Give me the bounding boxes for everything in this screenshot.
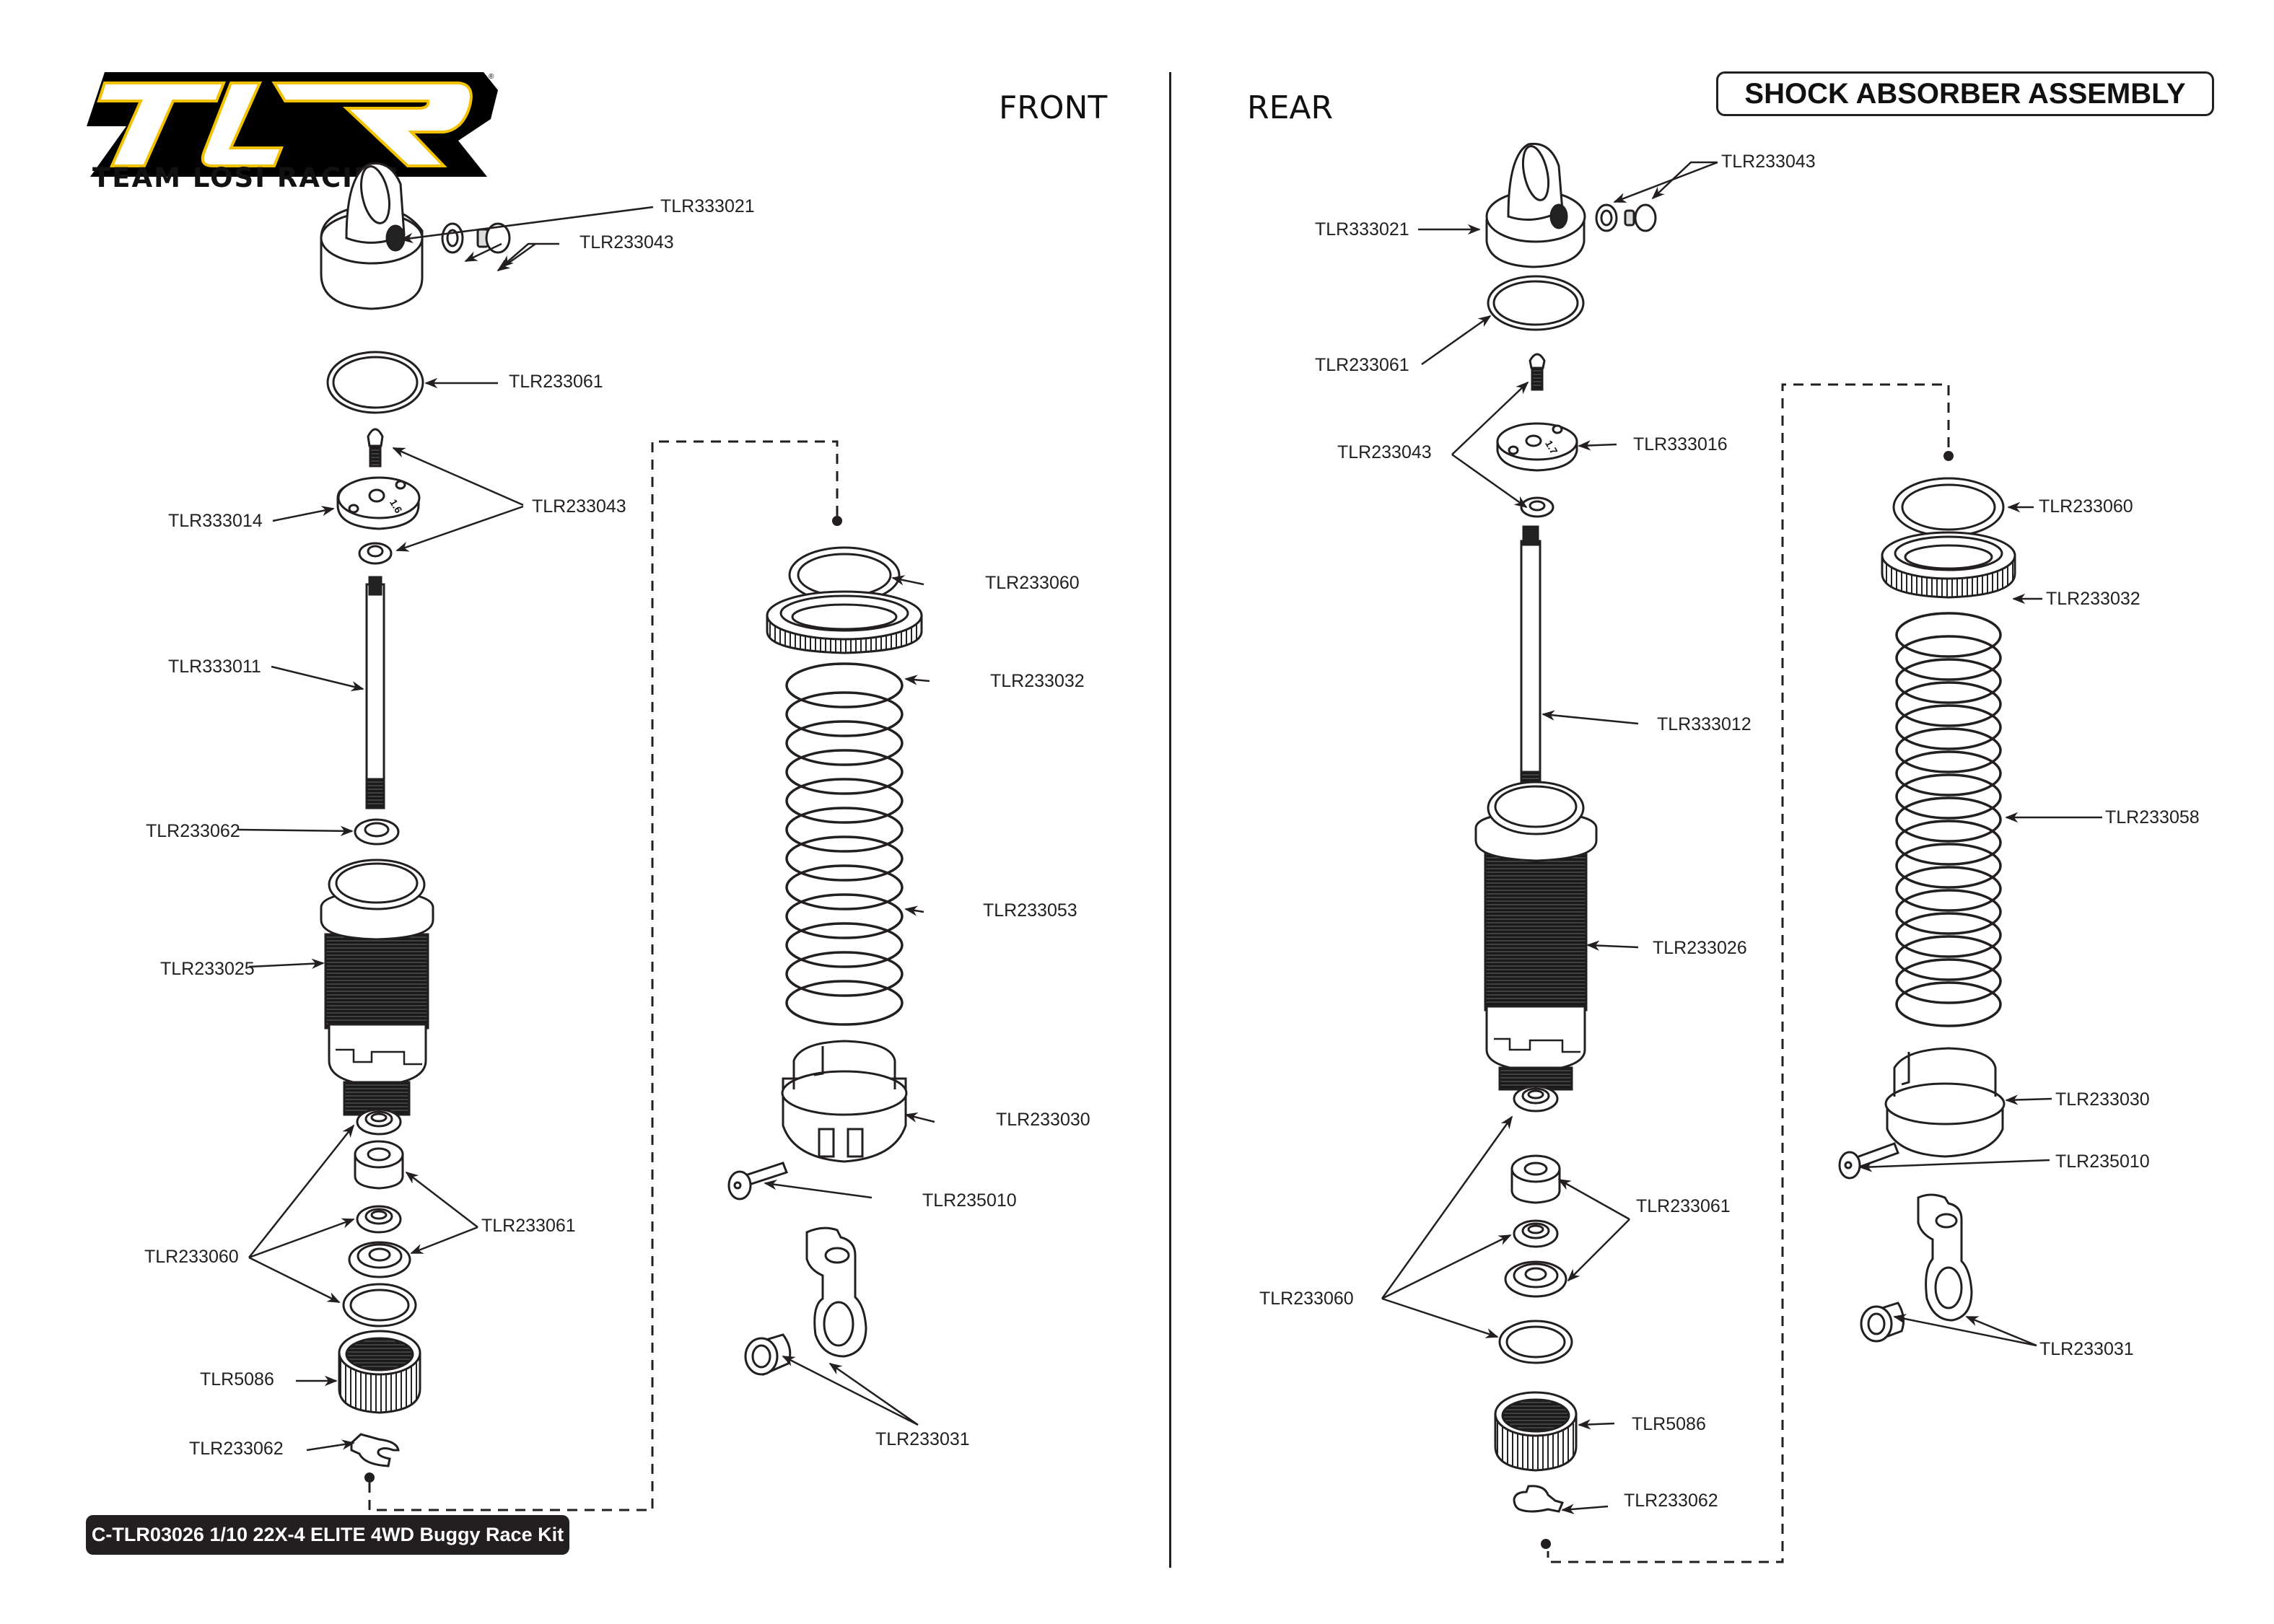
rear-label-seal-spacers: TLR233061 [1636,1196,1731,1216]
rear-label-cap-oring: TLR233061 [1315,355,1409,375]
rear-label-screw: TLR235010 [2055,1151,2150,1172]
front-label-spring-oring: TLR233060 [985,573,1080,593]
rear-label-rod-end: TLR233031 [2039,1339,2134,1359]
tlr-logo: ® [83,69,502,191]
front-section-title: FRONT [999,89,1108,126]
front-connector-dot-top [832,516,842,526]
leader-arrows [237,161,2102,1514]
front-label-clip: TLR233062 [189,1439,284,1459]
rear-label-spring-oring: TLR233060 [2039,496,2133,517]
front-piston: 1.6 [336,476,421,530]
front-shock-shaft [365,576,385,809]
rear-label-spring: TLR233058 [2105,807,2200,828]
rear-seal-mid [1513,1219,1559,1248]
front-label-rod-end: TLR233031 [875,1429,970,1449]
rear-section-title: REAR [1247,89,1334,126]
rear-label-piston-hardware: TLR233043 [1337,442,1432,462]
rear-connector-dot-bottom [1541,1539,1551,1549]
front-connector-dot-bottom [364,1472,375,1483]
front-label-piston: TLR333014 [168,511,263,531]
front-label-bottom-cap: TLR5086 [200,1369,274,1390]
tlr-logo-mark: ® [87,72,498,177]
front-seal-spacer [354,1140,404,1190]
rear-seal-oring [1498,1320,1573,1364]
logo-subtitle: TEAM LOSI RACING [92,162,401,193]
section-header-box: SHOCK ABSORBER ASSEMBLY [1716,71,2214,116]
front-rear-divider [1169,72,1171,1568]
front-spring-cup [781,1040,908,1163]
front-bottom-cap [338,1330,421,1414]
rear-connector-dot-top [1943,451,1954,461]
registered-mark: ® [489,73,494,81]
kit-footer-badge: C-TLR03026 1/10 22X-4 ELITE 4WD Buggy Ra… [86,1515,569,1555]
front-rod-end [805,1226,867,1358]
front-label-piston-hardware: TLR233043 [532,496,626,517]
front-clip [350,1433,400,1467]
front-label-shaft: TLR333011 [168,657,261,677]
rear-label-body: TLR233026 [1653,938,1747,958]
front-seal-mid [356,1205,402,1234]
front-seal-top [356,1108,402,1136]
front-shock-body [320,859,434,1116]
front-piston-screw [367,428,384,468]
front-label-spring-cup: TLR233030 [996,1110,1090,1130]
front-seal-oring [342,1283,417,1327]
rear-label-bottom-cap: TLR5086 [1632,1414,1706,1434]
rear-spring [1895,612,2002,1027]
rear-rod-end [1917,1193,1973,1322]
rear-seal-cup [1504,1260,1567,1298]
front-label-body: TLR233025 [160,959,255,979]
front-label-cap-hardware: TLR233043 [580,232,674,253]
front-label-screw: TLR235010 [922,1190,1017,1211]
rear-label-spring-cup: TLR233030 [2055,1089,2150,1110]
rear-assembly-connector [1547,383,1950,1563]
front-label-seals: TLR233060 [144,1247,239,1267]
front-spring-collar [766,590,923,654]
rear-shock-shaft [1520,525,1541,799]
front-label-cap-oring: TLR233061 [509,372,603,392]
front-shock-cap [320,162,511,310]
rear-label-seals: TLR233060 [1259,1289,1354,1309]
front-seal-cup [348,1241,411,1278]
front-cap-oring [326,351,424,414]
page-title: SHOCK ABSORBER ASSEMBLY [1744,77,2186,110]
rear-label-piston: TLR333016 [1633,434,1728,455]
rear-spring-oring [1892,477,2005,537]
front-mounting-screw [727,1162,788,1201]
rear-spring-cup [1884,1047,2006,1158]
front-label-cap: TLR333021 [660,196,755,216]
rear-piston-screw [1529,353,1546,391]
front-label-spring: TLR233053 [983,900,1077,921]
rear-shock-cap [1485,142,1657,268]
rear-label-clip: TLR233062 [1624,1491,1718,1511]
front-spring [785,662,904,1026]
rear-label-collar: TLR233032 [2046,589,2140,609]
rear-seal-top [1513,1085,1559,1112]
front-rod-end-ball [744,1333,792,1377]
front-label-collar: TLR233032 [990,671,1085,691]
rear-bottom-cap [1494,1391,1578,1472]
assembly-connector-lines [368,383,1950,1563]
kit-label: C-TLR03026 1/10 22X-4 ELITE 4WD Buggy Ra… [91,1524,564,1545]
rear-label-cap: TLR333021 [1315,219,1409,240]
rear-clip [1513,1485,1565,1513]
front-assembly-connector [368,440,839,1511]
rear-shock-body [1474,781,1598,1091]
rear-seal-spacer [1510,1154,1561,1204]
front-piston-washer [358,542,393,565]
rear-label-cap-hardware: TLR233043 [1721,152,1816,172]
rear-mounting-screw [1838,1142,1899,1180]
rear-spring-collar [1881,531,2016,599]
rear-label-shaft: TLR333012 [1657,714,1752,734]
rear-piston: 1.7 [1496,422,1578,472]
front-label-shaft-spacer: TLR233062 [146,821,240,841]
front-label-seal-spacers: TLR233061 [481,1216,576,1236]
rear-cap-oring [1487,275,1585,331]
rear-rod-end-ball [1860,1302,1905,1343]
